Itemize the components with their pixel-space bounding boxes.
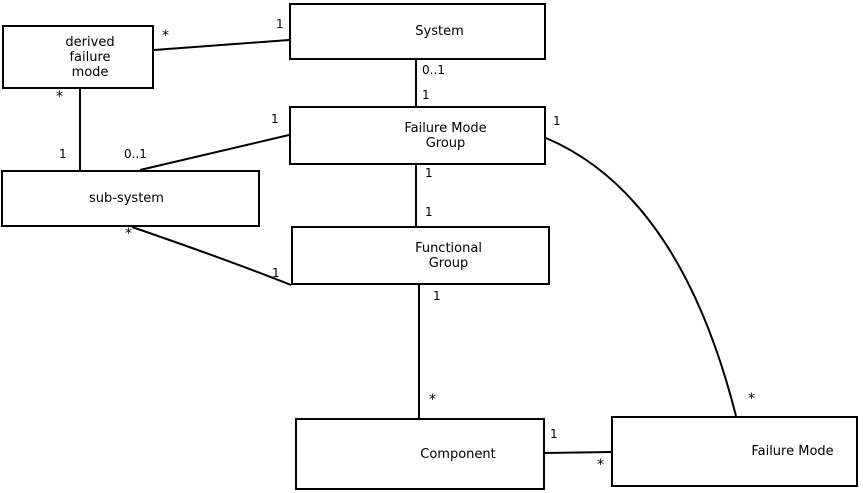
multiplicity-label-mult-derived-sub-bot: 1 bbox=[59, 147, 67, 161]
class-name-component: Component bbox=[420, 446, 496, 462]
class-box-sub-system[interactable]: sub-system bbox=[1, 170, 260, 227]
association-edge-fmgroup-to-failuremode bbox=[545, 137, 737, 417]
class-box-component[interactable]: Component bbox=[295, 418, 545, 490]
multiplicity-label-mult-system-fmgroup-bot: 1 bbox=[422, 88, 430, 102]
multiplicity-label-mult-comp-fm-right: * bbox=[597, 457, 604, 473]
class-box-failure-mode[interactable]: Failure Mode bbox=[611, 416, 858, 487]
class-box-functional-group[interactable]: Functional Group bbox=[291, 226, 550, 285]
multiplicity-label-mult-derived-sub-top: * bbox=[56, 89, 63, 105]
multiplicity-label-mult-funcgroup-comp-top: 1 bbox=[433, 289, 441, 303]
class-name-failure-mode-group: Failure Mode Group bbox=[404, 120, 487, 151]
class-name-failure-mode: Failure Mode bbox=[751, 444, 834, 459]
class-name-functional-group: Functional Group bbox=[415, 240, 482, 271]
class-box-system[interactable]: System bbox=[289, 3, 546, 60]
multiplicity-label-mult-comp-fm-left: 1 bbox=[550, 427, 558, 441]
class-box-failure-mode-group[interactable]: Failure Mode Group bbox=[289, 106, 546, 165]
association-edge-subsystem-to-funcgroup bbox=[131, 226, 292, 286]
multiplicity-label-mult-sub-funcgroup-far: 1 bbox=[272, 266, 280, 280]
association-edge-component-to-failuremode bbox=[544, 451, 612, 454]
multiplicity-label-mult-system-fmgroup-top: 0..1 bbox=[422, 63, 445, 77]
multiplicity-label-mult-derived-system-far: 1 bbox=[276, 17, 284, 31]
multiplicity-label-mult-fmgroup-fm-top: 1 bbox=[553, 114, 561, 128]
multiplicity-label-mult-fmgroup-fm-bot: * bbox=[748, 391, 755, 407]
association-edge-subsystem-to-fmgroup bbox=[139, 134, 290, 171]
association-edge-derived-to-system bbox=[153, 39, 290, 51]
multiplicity-label-mult-fmgroup-funcgroup-b: 1 bbox=[425, 205, 433, 219]
class-name-system: System bbox=[415, 24, 464, 39]
class-box-derived-failure-mode[interactable]: derived failure mode bbox=[2, 25, 154, 89]
class-name-derived-failure-mode: derived failure mode bbox=[65, 34, 115, 80]
multiplicity-label-mult-sub-fmgroup-near: 0..1 bbox=[124, 147, 147, 161]
multiplicity-label-mult-funcgroup-comp-bot: * bbox=[429, 392, 436, 408]
multiplicity-label-mult-sub-fmgroup-far: 1 bbox=[271, 112, 279, 126]
class-name-sub-system: sub-system bbox=[89, 191, 164, 206]
multiplicity-label-mult-fmgroup-funcgroup-t: 1 bbox=[425, 166, 433, 180]
multiplicity-label-mult-sub-funcgroup-near: * bbox=[125, 226, 132, 242]
multiplicity-label-mult-derived-system-near: * bbox=[162, 28, 169, 44]
